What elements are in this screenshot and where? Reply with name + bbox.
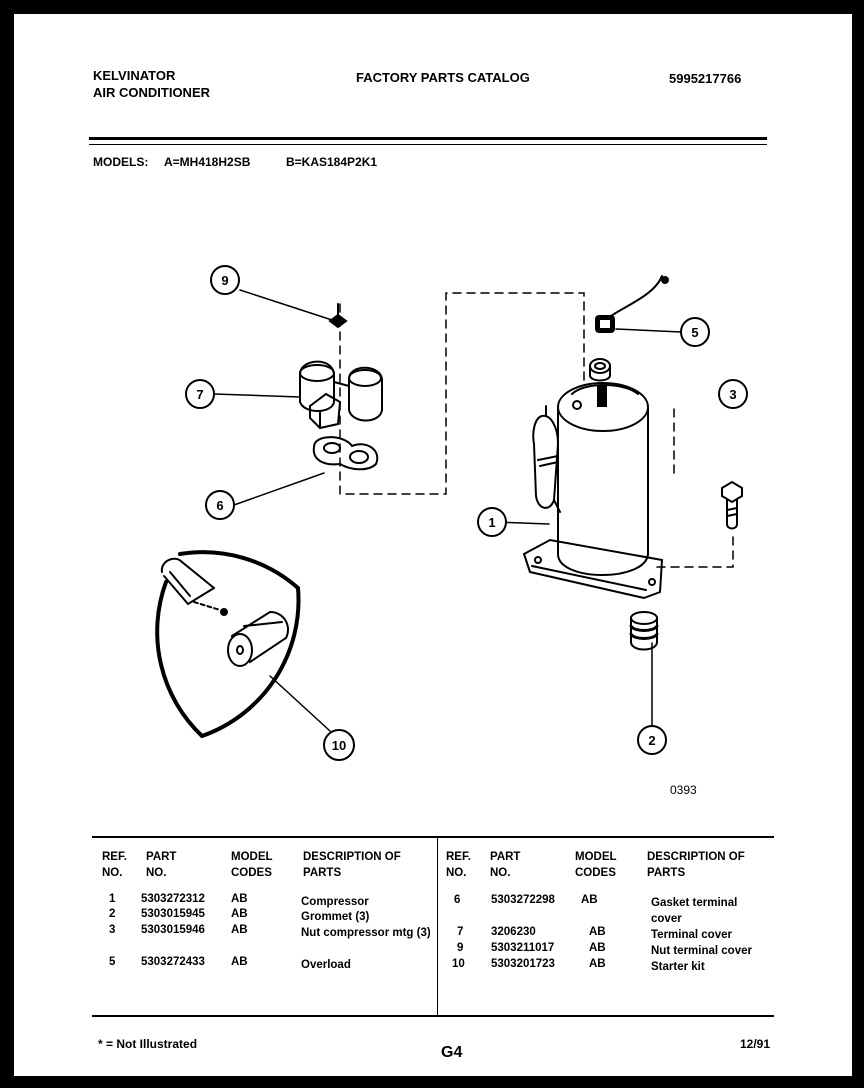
part-description: Grommet (3) [301,911,370,923]
model-codes: AB [231,924,248,936]
model-codes: AB [231,956,248,968]
part-description: Overload [301,959,351,971]
model-b: B=KAS184P2K1 [286,155,378,169]
svg-text:2: 2 [648,733,655,748]
ref-no: 9 [457,942,464,954]
svg-text:5: 5 [691,325,698,340]
callout-balloons: 9 7 6 5 3 1 2 [185,265,748,761]
svg-text:7: 7 [196,387,203,402]
assembly-dash-lines [339,292,734,568]
part-no: 5303272433 [141,956,205,968]
part-description: Nut compressor mtg (3) [301,927,431,939]
callout-2: 2 [637,725,667,755]
part-description: Gasket terminal cover [651,897,738,925]
part-no: 5303015946 [141,924,205,936]
callout-9: 9 [210,265,240,295]
figure-code: 0393 [670,783,697,797]
part-no: 5303272312 [141,893,205,905]
starter-kit-inset [155,550,301,739]
ref-no: 3 [109,924,116,936]
ref-no: 1 [109,893,116,905]
model-codes: AB [231,893,248,905]
callout-5: 5 [680,317,710,347]
part-description: Compressor [301,896,369,908]
table-bottom-rule [92,1015,774,1017]
svg-text:10: 10 [332,738,346,753]
catalog-date: 12/91 [740,1037,771,1051]
nut-terminal-cover-part [328,303,348,329]
catalog-title: FACTORY PARTS CATALOG [356,70,530,85]
svg-text:6: 6 [216,498,223,513]
not-illustrated-note: * = Not Illustrated [98,1037,198,1051]
header-rule-thick [89,137,767,140]
models-label: MODELS: [93,155,149,169]
part-no: 3206230 [491,926,536,938]
callout-6: 6 [205,490,235,520]
bolt-part [721,480,743,530]
gasket-part [312,436,379,471]
catalog-number: 5995217766 [669,71,742,86]
model-codes: AB [589,926,606,938]
parts-catalog-page: KELVINATOR AIR CONDITIONER FACTORY PARTS… [14,14,852,1076]
right-header-desc: DESCRIPTION OF PARTS [647,851,745,879]
left-header-ref: REF. NO. [102,851,127,879]
ref-no: 2 [109,908,116,920]
product-type: AIR CONDITIONER [93,85,210,100]
model-a: A=MH418H2SB [164,155,251,169]
part-no: 5303211017 [491,942,555,954]
leader-lines [213,289,682,732]
right-header-ref: REF. NO. [446,851,471,879]
svg-text:1: 1 [488,515,495,530]
compressor-part [522,382,664,600]
callout-7: 7 [185,379,215,409]
model-codes: AB [589,942,606,954]
right-header-codes: MODEL CODES [575,851,617,879]
svg-text:9: 9 [221,273,228,288]
callout-10: 10 [323,729,355,761]
left-header-codes: MODEL CODES [231,851,273,879]
page-code: G4 [441,1044,463,1061]
table-center-divider [437,838,438,1016]
model-codes: AB [231,908,248,920]
left-header-part: PART NO. [146,851,177,879]
brand-name: KELVINATOR [93,68,176,83]
part-description: Starter kit [651,961,705,973]
ref-no: 6 [454,894,461,906]
part-no: 5303201723 [491,958,555,970]
overload-part [595,275,669,333]
table-top-rule [92,836,774,838]
right-header-part: PART NO. [490,851,521,879]
terminal-grommet [589,358,611,382]
left-header-desc: DESCRIPTION OF PARTS [303,851,401,879]
svg-text:3: 3 [729,387,736,402]
grommet-part [629,611,659,651]
exploded-parts-diagram: 9 7 6 5 3 1 2 [155,265,748,761]
ref-no: 7 [457,926,464,938]
terminal-cover-part [299,360,383,430]
ref-no: 5 [109,956,116,968]
ref-no: 10 [452,958,465,970]
part-no: 5303015945 [141,908,205,920]
callout-1: 1 [477,507,507,537]
part-no: 5303272298 [491,894,555,906]
model-codes: AB [589,958,606,970]
header-rule-thin [89,144,767,145]
model-codes: AB [581,894,598,906]
part-description: Nut terminal cover [651,945,752,957]
callout-3: 3 [718,379,748,409]
part-description: Terminal cover [651,929,732,941]
